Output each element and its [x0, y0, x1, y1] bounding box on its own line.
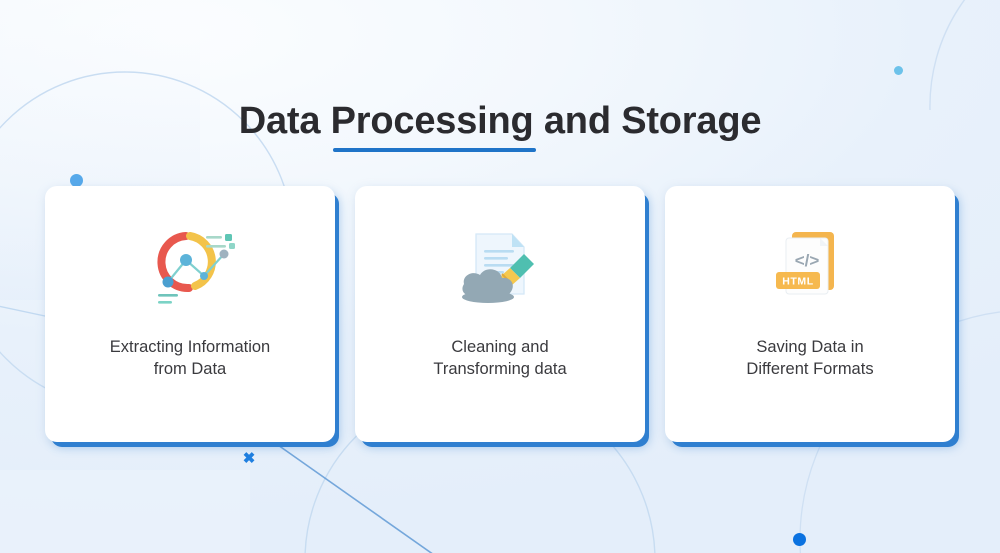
- file-type-tag: [776, 272, 820, 289]
- code-glyph: </>: [795, 251, 820, 270]
- document-folded-corner: [512, 234, 524, 247]
- card-list: Extracting Information from Data: [45, 186, 955, 442]
- document-text-line-2: [484, 257, 508, 260]
- legend-swatch-1: [225, 234, 232, 241]
- card-label-extracting-information: Extracting Information from Data: [72, 336, 308, 380]
- legend-line-3: [158, 294, 178, 297]
- page-title-accent-word: Processing: [330, 100, 536, 152]
- page-title: Data Processing and Storage: [238, 100, 762, 152]
- card-extracting-information[interactable]: Extracting Information from Data: [45, 186, 335, 442]
- chart-node-2: [200, 272, 208, 280]
- card-saving-formats[interactable]: </> HTML Saving Data in Different Format…: [665, 186, 955, 442]
- data-analytics-chart-icon: [142, 224, 238, 310]
- card-label-line-1: Cleaning and: [451, 338, 549, 356]
- chart-node-3: [219, 249, 229, 259]
- card-label-line-1: Extracting Information: [109, 338, 271, 356]
- card-label-line-2: Different Formats: [746, 360, 874, 378]
- donut-arc-yellow: [186, 232, 216, 290]
- legend-line-2: [206, 245, 226, 248]
- page-title-part-two: and Storage: [533, 100, 762, 142]
- document-text-line-3: [484, 264, 514, 267]
- legend-line-1: [206, 236, 222, 239]
- decorative-dot-bottom-right: [793, 533, 806, 546]
- file-type-tag-label: HTML: [782, 276, 814, 288]
- brush-handle: [510, 254, 534, 278]
- card-cleaning-transforming[interactable]: Cleaning and Transforming data: [355, 186, 645, 442]
- cleaning-icon-svg: [462, 233, 534, 303]
- html-file-svg: </> HTML: [776, 232, 834, 295]
- chart-node-1: [180, 254, 192, 266]
- file-corner-fold: [820, 238, 828, 246]
- decorative-dot-top-right: [894, 66, 903, 75]
- card-label-saving-formats: Saving Data in Different Formats: [692, 336, 928, 380]
- legend-line-4: [158, 301, 172, 304]
- html-file-code-icon: </> HTML: [762, 224, 858, 310]
- chart-node-4: [162, 276, 174, 288]
- card-label-cleaning-transforming: Cleaning and Transforming data: [382, 336, 618, 380]
- circle-outline-topright: [929, 0, 966, 111]
- panel-shape-bottom-left: [0, 470, 250, 553]
- decorative-cross-icon: ✖: [242, 450, 256, 467]
- cloud-base: [462, 291, 514, 303]
- document-text-line-1: [484, 250, 514, 253]
- cloud-shape: [462, 269, 513, 297]
- page-title-part-one: Data: [238, 100, 331, 142]
- diagonal-accent-line: [267, 437, 433, 553]
- data-analytics-chart-svg: [157, 232, 235, 304]
- card-label-line-2: Transforming data: [433, 360, 567, 378]
- card-label-line-2: from Data: [153, 360, 227, 378]
- legend-swatch-2: [229, 243, 235, 249]
- line-chart-path: [167, 253, 225, 283]
- donut-arc-red: [157, 232, 193, 293]
- page-title-container: Data Processing and Storage: [0, 100, 1000, 152]
- card-label-line-1: Saving Data in: [756, 338, 864, 356]
- document-cloud-brush-cleaning-icon: [452, 224, 548, 310]
